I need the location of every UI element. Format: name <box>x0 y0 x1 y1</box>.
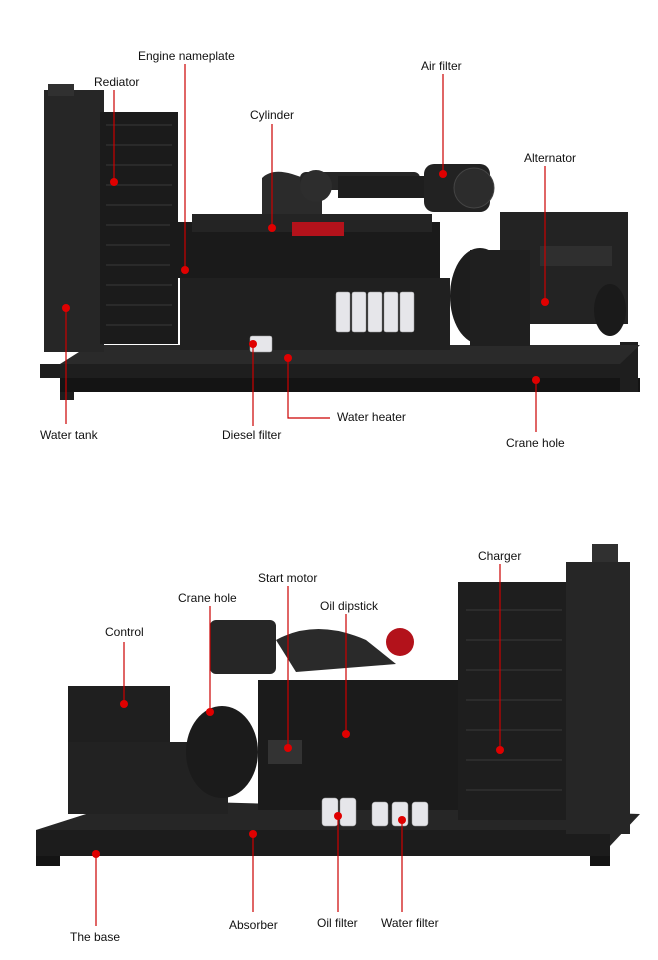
label-alternator: Alternator <box>524 151 577 165</box>
label-oil-dipstick: Oil dipstick <box>320 599 379 613</box>
generator-bottom-view <box>36 544 640 866</box>
marker-crane-hole-bottom <box>206 708 214 716</box>
marker-cylinder <box>268 224 276 232</box>
filters-top <box>249 291 415 353</box>
marker-control <box>120 700 128 708</box>
alternator-bottom <box>68 686 258 814</box>
marker-radiator <box>110 178 118 186</box>
marker-start-motor <box>284 744 292 752</box>
marker-water-tank <box>62 304 70 312</box>
radiator-bottom <box>458 544 630 834</box>
marker-charger <box>496 746 504 754</box>
marker-water-filter <box>398 816 406 824</box>
base-frame-top <box>40 342 640 400</box>
engine-block-top <box>170 170 450 350</box>
label-start-motor: Start motor <box>258 571 318 585</box>
marker-diesel-filter <box>249 340 257 348</box>
label-oil-filter: Oil filter <box>317 916 358 930</box>
marker-engine-nameplate <box>181 266 189 274</box>
label-engine-nameplate: Engine nameplate <box>138 49 235 63</box>
marker-crane-hole-top <box>532 376 540 384</box>
marker-oil-dipstick <box>342 730 350 738</box>
label-diesel-filter: Diesel filter <box>222 428 282 442</box>
marker-air-filter <box>439 170 447 178</box>
label-control: Control <box>105 625 144 639</box>
label-water-filter: Water filter <box>381 916 439 930</box>
label-crane-hole-top: Crane hole <box>506 436 565 450</box>
marker-water-heater <box>284 354 292 362</box>
engine-bottom <box>210 620 478 810</box>
marker-alternator <box>541 298 549 306</box>
label-water-heater: Water heater <box>337 410 406 424</box>
label-charger: Charger <box>478 549 522 563</box>
marker-oil-filter <box>334 812 342 820</box>
marker-the-base <box>92 850 100 858</box>
leader-water-heater <box>287 358 330 419</box>
label-water-tank: Water tank <box>40 428 98 442</box>
alternator-top <box>450 212 628 346</box>
label-air-filter: Air filter <box>421 59 462 73</box>
radiator-top <box>44 84 178 352</box>
label-the-base: The base <box>70 930 121 944</box>
label-absorber: Absorber <box>229 918 278 932</box>
label-radiator: Rediator <box>94 75 140 89</box>
label-cylinder: Cylinder <box>250 108 295 122</box>
label-crane-hole-bottom: Crane hole <box>178 591 237 605</box>
marker-absorber <box>249 830 257 838</box>
filters-bottom <box>321 797 429 827</box>
